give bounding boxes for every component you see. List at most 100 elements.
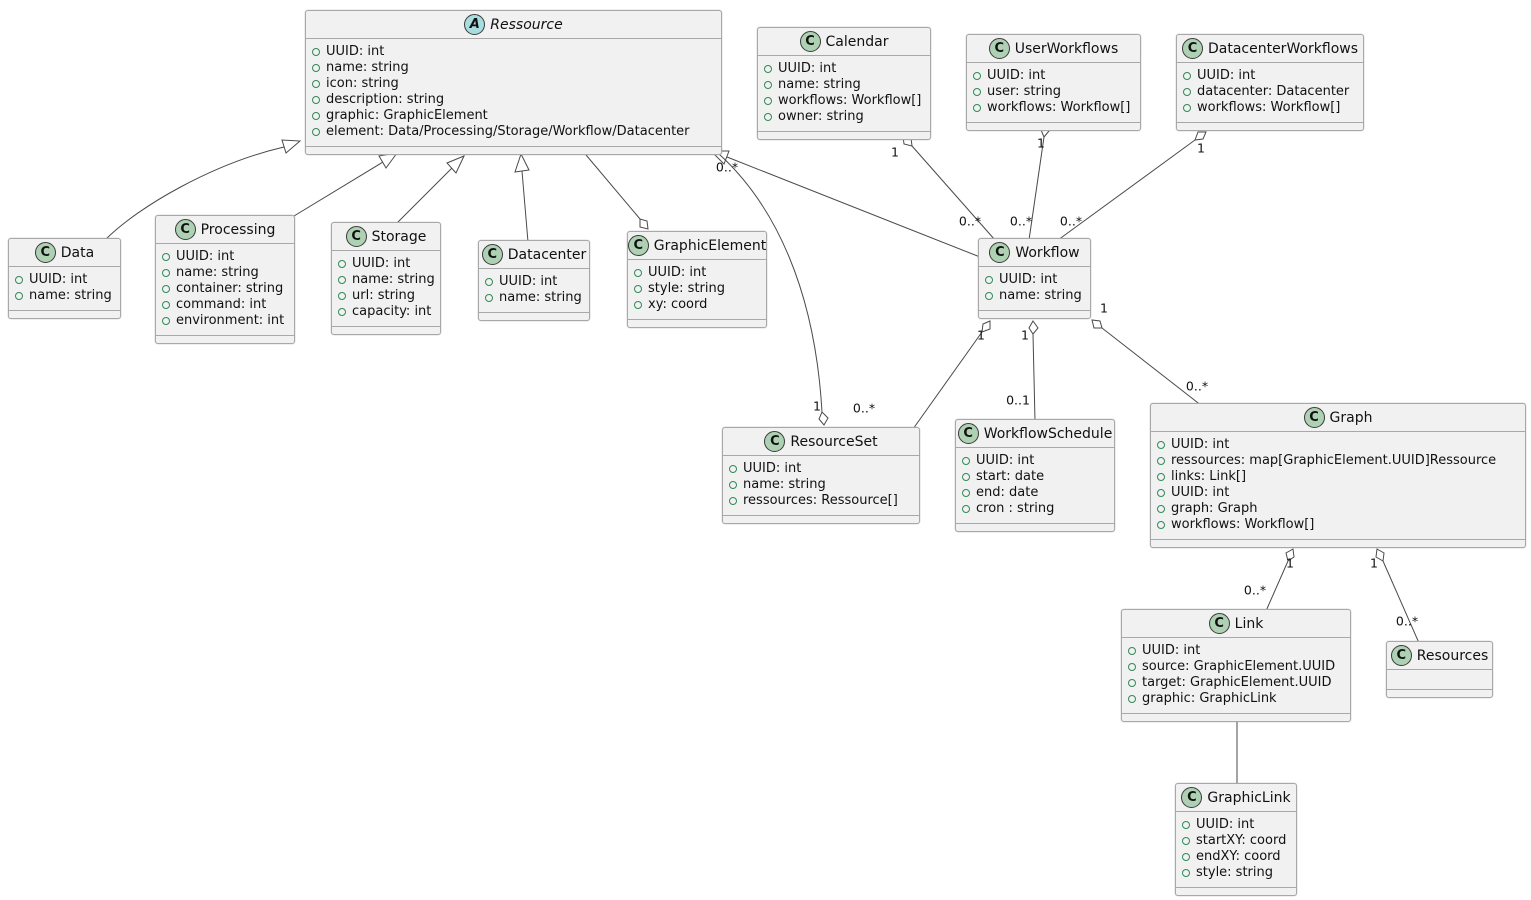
diamond-graph-resources: [1375, 548, 1385, 562]
attribute-row: UUID: int: [312, 44, 713, 60]
attribute-text: style: string: [648, 281, 726, 296]
class-name: Workflow: [1015, 244, 1080, 261]
class-icon: C: [1181, 38, 1203, 59]
field-visibility-icon: [1157, 473, 1165, 481]
field-visibility-icon: [312, 80, 320, 88]
edge-datacenter-extends-ressource: [521, 170, 529, 243]
attribute-text: element: Data/Processing/Storage/Workflo…: [326, 124, 690, 139]
methods-compartment: [306, 147, 721, 154]
field-visibility-icon: [1182, 869, 1190, 877]
multiplicity-label: 1: [1037, 135, 1045, 151]
diamond-resourceset: [818, 411, 829, 426]
methods-compartment: [479, 313, 589, 320]
attribute-row: graphic: GraphicLink: [1128, 691, 1342, 707]
attribute-row: UUID: int: [1183, 68, 1355, 84]
attribute-text: UUID: int: [1197, 68, 1256, 83]
attribute-row: startXY: coord: [1182, 833, 1288, 849]
attribute-text: container: string: [176, 281, 284, 296]
attribute-row: graphic: GraphicElement: [312, 108, 713, 124]
edge-data-extends-ressource: [104, 146, 285, 241]
multiplicity-label: 1: [1197, 140, 1205, 156]
attribute-text: target: GraphicElement.UUID: [1142, 675, 1332, 690]
attribute-row: UUID: int: [485, 274, 581, 290]
attribute-text: name: string: [29, 288, 112, 303]
field-visibility-icon: [312, 96, 320, 104]
methods-compartment: [723, 516, 919, 523]
field-visibility-icon: [162, 253, 170, 261]
attribute-text: datacenter: Datacenter: [1197, 84, 1350, 99]
attribute-text: UUID: int: [999, 272, 1058, 287]
class-calendar-title: C Calendar: [758, 28, 930, 56]
attribute-text: workflows: Workflow[]: [1171, 517, 1315, 532]
attribute-row: name: string: [15, 288, 112, 304]
class-graph-title: C Graph: [1151, 404, 1525, 432]
attribute-text: workflows: Workflow[]: [987, 100, 1131, 115]
class-icon: C: [957, 423, 979, 444]
class-workflowschedule-title: C WorkflowSchedule: [956, 420, 1114, 448]
diamond-graph-link: [1285, 548, 1295, 562]
methods-compartment: [332, 327, 440, 334]
class-icon: C: [1303, 407, 1325, 428]
attribute-row: graph: Graph: [1157, 501, 1517, 517]
attribute-text: startXY: coord: [1196, 833, 1287, 848]
field-visibility-icon: [1157, 489, 1165, 497]
class-name: Calendar: [825, 33, 889, 50]
attribute-text: ressources: map[GraphicElement.UUID]Ress…: [1171, 453, 1497, 468]
multiplicity-label: 0..*: [715, 159, 739, 175]
triangle-datacenter-extends: [514, 152, 530, 173]
class-resourceset-title: C ResourceSet: [723, 428, 919, 456]
class-name: Datacenter: [507, 246, 587, 263]
attribute-row: workflows: Workflow[]: [1183, 100, 1355, 116]
attribute-text: workflows: Workflow[]: [778, 93, 922, 108]
field-visibility-icon: [312, 64, 320, 72]
class-name: GraphicElement: [653, 237, 767, 254]
abstract-class-icon: A: [464, 14, 486, 35]
attribute-row: UUID: int: [1157, 485, 1517, 501]
multiplicity-label: 0..*: [1395, 613, 1419, 629]
methods-compartment: [156, 336, 294, 343]
class-icon: C: [764, 431, 786, 452]
class-name: ResourceSet: [790, 433, 878, 450]
attribute-row: endXY: coord: [1182, 849, 1288, 865]
attribute-row: name: string: [338, 272, 435, 288]
class-icon: C: [799, 31, 821, 52]
attribute-text: graph: Graph: [1171, 501, 1258, 516]
multiplicity-label: 0..*: [1185, 378, 1209, 394]
field-visibility-icon: [764, 113, 772, 121]
attribute-text: UUID: int: [499, 274, 558, 289]
attribute-row: UUID: int: [1128, 643, 1342, 659]
field-visibility-icon: [338, 276, 346, 284]
field-visibility-icon: [1157, 441, 1165, 449]
class-name: GraphicLink: [1207, 789, 1291, 806]
class-icon: C: [1208, 613, 1230, 634]
attribute-text: style: string: [1196, 865, 1274, 880]
field-visibility-icon: [312, 112, 320, 120]
attribute-row: workflows: Workflow[]: [1157, 517, 1517, 533]
class-resources-title: C Resources: [1387, 642, 1492, 670]
attribute-text: endXY: coord: [1196, 849, 1281, 864]
diamond-workflow-graph: [1091, 319, 1103, 329]
attribute-text: ressources: Ressource[]: [743, 493, 898, 508]
attribute-row: owner: string: [764, 109, 922, 125]
field-visibility-icon: [1183, 72, 1191, 80]
class-name: WorkflowSchedule: [983, 425, 1113, 442]
attribute-row: UUID: int: [1157, 437, 1517, 453]
field-visibility-icon: [485, 278, 493, 286]
class-icon: C: [1390, 645, 1412, 666]
attribute-row: UUID: int: [973, 68, 1132, 84]
attribute-row: source: GraphicElement.UUID: [1128, 659, 1342, 675]
class-datacenterworkflows-title: C DatacenterWorkflows: [1177, 35, 1363, 63]
multiplicity-label: 0..1: [1006, 392, 1030, 408]
methods-compartment: [967, 123, 1140, 130]
attribute-row: datacenter: Datacenter: [1183, 84, 1355, 100]
methods-compartment: [758, 132, 930, 139]
methods-compartment: [628, 320, 766, 327]
